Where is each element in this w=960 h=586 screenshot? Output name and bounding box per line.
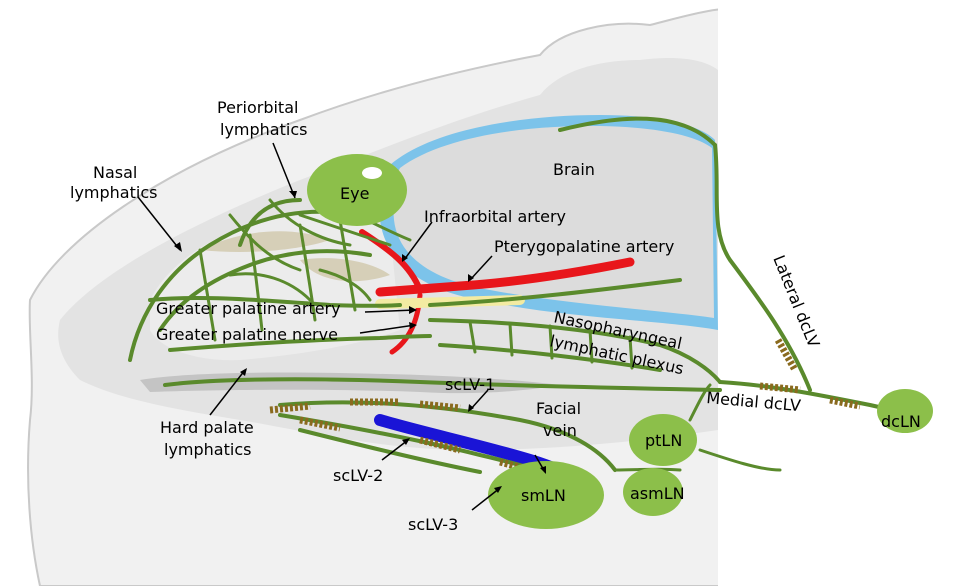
greater-palatine-artery-label: Greater palatine artery [156, 299, 341, 318]
dcln-node [877, 389, 933, 433]
sclv1-label: scLV-1 [445, 375, 495, 394]
lymphatic-valves [269, 338, 861, 474]
infraorbital-artery-label: Infraorbital artery [424, 207, 566, 226]
facial-vein-label-line2: vein [543, 421, 577, 440]
hard-palate-label-line1: Hard palate [160, 418, 254, 437]
dcln-label: dcLN [881, 412, 921, 431]
ptln-label: ptLN [645, 431, 682, 450]
hard-palate-label-line2: lymphatics [164, 440, 251, 459]
sclv3-label: scLV-3 [408, 515, 458, 534]
asmln-node [623, 468, 683, 516]
greater-palatine-nerve-label: Greater palatine nerve [156, 325, 338, 344]
eye [307, 154, 407, 226]
brain-label: Brain [553, 160, 595, 179]
asmln-label: asmLN [630, 484, 685, 503]
pterygopalatine-artery [375, 257, 635, 297]
eye-label: Eye [340, 184, 369, 203]
periorbital-label-line1: Periorbital [217, 98, 298, 117]
lymphatic-network [128, 116, 932, 480]
ptln-node [629, 414, 697, 466]
cut-edge [718, 0, 960, 586]
pterygopalatine-artery-label: Pterygopalatine artery [494, 237, 674, 256]
periorbital-label-line2: lymphatics [220, 120, 307, 139]
eye-highlight [362, 167, 382, 179]
leader-arrows [137, 142, 546, 511]
sclv2-label: scLV-2 [333, 466, 383, 485]
smln-label: smLN [521, 486, 566, 505]
facial-vein-label-line1: Facial [536, 399, 581, 418]
smln-node [488, 461, 604, 529]
brain [393, 125, 714, 318]
nasal-label-line1: Nasal [93, 163, 137, 182]
turbinate [300, 258, 390, 282]
nasal-label-line2: lymphatics [70, 183, 157, 202]
turbinate [200, 231, 330, 252]
